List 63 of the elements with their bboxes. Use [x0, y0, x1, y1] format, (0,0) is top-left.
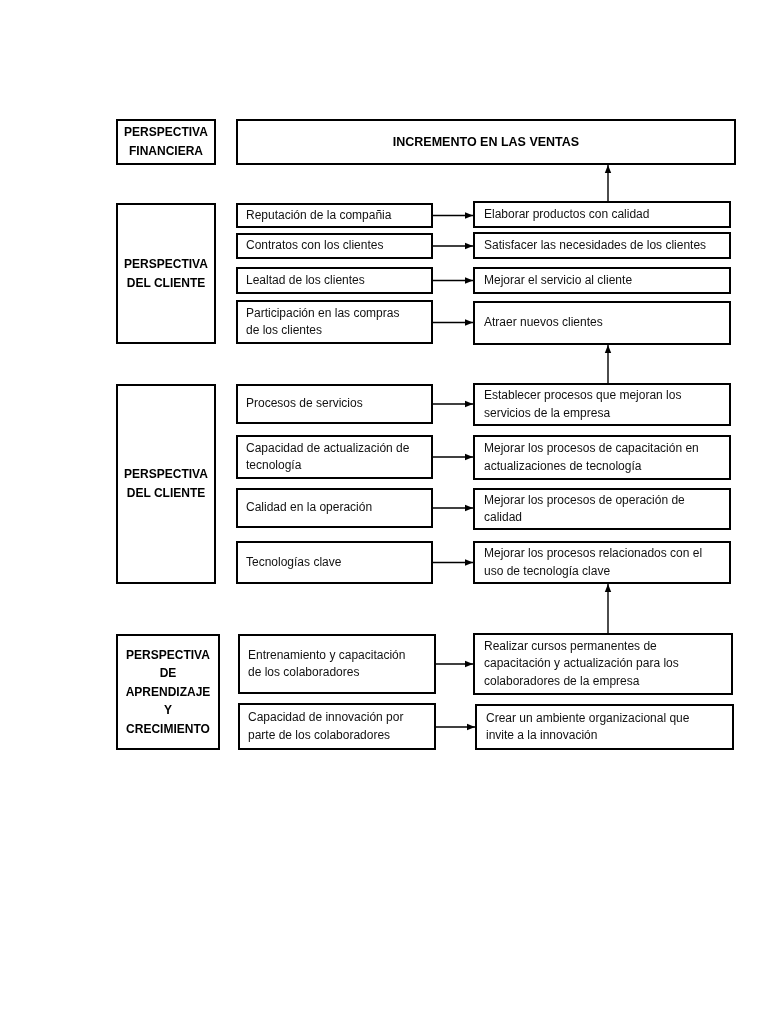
driver-label: Participación en las compras de los clientes: [246, 304, 401, 339]
perspective-box: [116, 384, 216, 584]
driver-box: [236, 267, 433, 294]
arrow: [604, 344, 612, 384]
driver-box: [236, 300, 433, 344]
strategy-box: [473, 267, 731, 294]
arrow: [432, 400, 474, 408]
driver-label: Contratos con los clientes: [246, 237, 385, 255]
arrow: [435, 660, 474, 668]
arrow: [432, 319, 474, 326]
strategy-label: Atraer nuevos clientes: [484, 314, 604, 332]
goal-label: INCREMENTO EN LAS VENTAS: [392, 135, 580, 149]
arrow: [432, 559, 474, 566]
driver-label: Calidad en la operación: [246, 499, 374, 517]
driver-box: [236, 233, 433, 259]
perspective-label: PERSPECTIVA DE APRENDIZAJE Y CRECIMIENTO: [124, 646, 212, 738]
driver-box: [236, 488, 433, 528]
perspective-label: PERSPECTIVA DEL CLIENTE: [123, 466, 209, 502]
strategy-box: [473, 301, 731, 345]
strategy-box: [473, 541, 731, 584]
strategy-label: Elaborar productos con calidad: [484, 205, 651, 223]
arrow: [604, 583, 612, 634]
arrow: [432, 212, 474, 219]
driver-box: [236, 541, 433, 584]
strategy-box: [473, 435, 731, 480]
strategy-label: Satisfacer las necesidades de los clientes: [484, 236, 708, 254]
arrow: [432, 242, 474, 250]
arrow: [432, 504, 474, 512]
strategy-box: [473, 488, 731, 530]
strategy-label: Crear un ambiente organizacional que invite a la innovación: [486, 709, 691, 744]
perspective-box: [116, 634, 220, 750]
driver-box: [236, 203, 433, 228]
strategy-label: Establecer procesos que mejoran los servicios de la empresa: [484, 387, 683, 422]
strategy-label: Mejorar el servicio al cliente: [484, 271, 634, 289]
strategy-box: [473, 633, 733, 695]
perspective-box: [116, 119, 216, 165]
driver-label: Lealtad de los clientes: [246, 271, 366, 289]
strategy-label: Realizar cursos permanentes de capacitación y actualización para los colaboradores de la empresa: [484, 637, 680, 690]
strategy-box: [473, 232, 731, 259]
driver-box: [238, 703, 436, 750]
arrow: [435, 723, 476, 731]
strategy-label: Mejorar los procesos de operación de calidad: [484, 491, 686, 526]
perspective-box: [116, 203, 216, 344]
driver-label: Reputación de la compañia: [246, 206, 393, 224]
driver-label: Entrenamiento y capacitación de los colaboradores: [248, 646, 407, 681]
strategy-box: [473, 201, 731, 228]
driver-label: Procesos de servicios: [246, 395, 364, 413]
strategy-label: Mejorar los procesos de capacitación en actualizaciones de tecnología: [484, 440, 700, 475]
strategy-box: [473, 383, 731, 426]
driver-box: [238, 634, 436, 694]
driver-label: Capacidad de actualización de tecnología: [246, 439, 411, 474]
strategy-box: [475, 704, 734, 750]
arrow: [432, 453, 474, 461]
driver-label: Capacidad de innovación por parte de los colaboradores: [248, 709, 405, 744]
driver-box: [236, 435, 433, 479]
goal-box: [236, 119, 736, 165]
arrow: [432, 277, 474, 284]
driver-label: Tecnologías clave: [246, 553, 343, 571]
driver-box: [236, 384, 433, 424]
perspective-label: PERSPECTIVA DEL CLIENTE: [123, 255, 209, 292]
strategy-label: Mejorar los procesos relacionados con el uso de tecnología clave: [484, 545, 704, 580]
arrow: [604, 164, 612, 202]
perspective-label: PERSPECTIVA FINANCIERA: [123, 124, 209, 160]
